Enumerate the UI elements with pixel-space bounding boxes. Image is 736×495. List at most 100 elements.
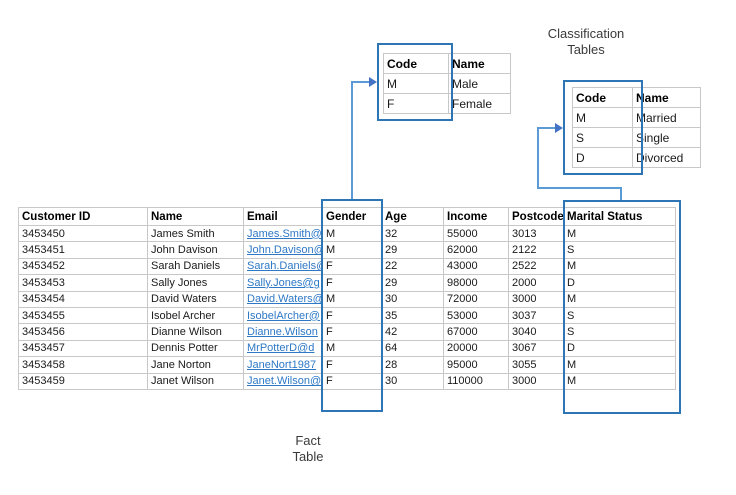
table-cell: Single xyxy=(632,127,701,148)
email-link[interactable]: IsobelArcher@ xyxy=(247,309,320,322)
gender-connector-horizontal-line xyxy=(352,81,370,83)
column-header: Income xyxy=(443,207,509,226)
table-cell: 35 xyxy=(381,306,444,325)
email-link[interactable]: MrPotterD@d xyxy=(247,342,315,355)
fact-table-label: Fact Table xyxy=(258,433,358,465)
email-link[interactable]: Janet.Wilson@ xyxy=(247,375,322,388)
table-cell: 3453458 xyxy=(18,356,148,374)
table-cell: D xyxy=(572,147,633,168)
table-cell: James Smith xyxy=(147,224,244,243)
table-cell: 43000 xyxy=(443,257,509,276)
email-link[interactable]: David.Waters@ xyxy=(247,293,323,306)
table-cell: 55000 xyxy=(443,224,509,243)
email-cell: David.Waters@ xyxy=(243,290,323,308)
table-cell: 3453450 xyxy=(18,224,148,243)
table-cell: 42 xyxy=(381,323,444,341)
gender-connector-vertical-line xyxy=(351,81,353,199)
table-cell: M xyxy=(383,73,449,94)
table-cell: 3453457 xyxy=(18,339,148,358)
table-cell: M xyxy=(322,339,382,358)
table-cell: 32 xyxy=(381,224,444,243)
classification-tables-label-line1: Classification xyxy=(547,26,625,41)
marital-connector-vertical-line-1 xyxy=(537,127,539,189)
table-cell: 62000 xyxy=(443,241,509,259)
table-cell: 29 xyxy=(381,274,444,292)
table-cell: D xyxy=(563,274,676,292)
table-cell: Divorced xyxy=(632,147,701,168)
table-cell: 2522 xyxy=(508,257,564,276)
table-cell: 64 xyxy=(381,339,444,358)
table-cell: Married xyxy=(632,107,701,128)
table-cell: Dianne Wilson xyxy=(147,323,244,341)
marital-arrowhead-icon xyxy=(555,123,563,133)
table-cell: 3037 xyxy=(508,306,564,325)
table-cell: M xyxy=(322,290,382,308)
email-cell: MrPotterD@d xyxy=(243,339,323,358)
table-cell: M xyxy=(563,356,676,374)
table-cell: Female xyxy=(448,93,511,114)
table-cell: 30 xyxy=(381,372,444,390)
column-header: Name xyxy=(632,87,701,108)
column-header: Postcode xyxy=(508,207,564,226)
table-cell: M xyxy=(563,224,676,243)
email-cell: JaneNort1987 xyxy=(243,356,323,374)
table-cell: Sarah Daniels xyxy=(147,257,244,276)
table-cell: 29 xyxy=(381,241,444,259)
email-link[interactable]: JaneNort1987 xyxy=(247,358,317,371)
table-cell: 3453451 xyxy=(18,241,148,259)
table-cell: S xyxy=(572,127,633,148)
table-cell: 20000 xyxy=(443,339,509,358)
table-cell: F xyxy=(322,323,382,341)
column-header: Name xyxy=(448,53,511,74)
table-cell: 3453452 xyxy=(18,257,148,276)
email-link[interactable]: Dianne.Wilson xyxy=(247,326,318,339)
table-cell: Janet Wilson xyxy=(147,372,244,390)
table-cell: 2000 xyxy=(508,274,564,292)
table-cell: 3453454 xyxy=(18,290,148,308)
table-cell: 3040 xyxy=(508,323,564,341)
table-cell: 2122 xyxy=(508,241,564,259)
table-cell: F xyxy=(322,372,382,390)
email-link[interactable]: James.Smith@ xyxy=(247,227,322,240)
table-cell: 28 xyxy=(381,356,444,374)
email-link[interactable]: John.Davison@ xyxy=(247,244,323,257)
classification-tables-label-line2: Tables xyxy=(567,41,605,57)
table-cell: 3055 xyxy=(508,356,564,374)
table-cell: S xyxy=(563,323,676,341)
table-cell: 30 xyxy=(381,290,444,308)
email-link[interactable]: Sarah.Daniels@ xyxy=(247,260,323,273)
table-cell: 3453459 xyxy=(18,372,148,390)
table-cell: M xyxy=(322,241,382,259)
table-cell: 3000 xyxy=(508,372,564,390)
table-cell: D xyxy=(563,339,676,358)
column-header: Gender xyxy=(322,207,382,226)
table-cell: 3453456 xyxy=(18,323,148,341)
table-cell: F xyxy=(383,93,449,114)
table-cell: F xyxy=(322,306,382,325)
email-cell: Sally.Jones@g xyxy=(243,274,323,292)
table-cell: F xyxy=(322,257,382,276)
column-header: Marital Status xyxy=(563,207,676,226)
table-cell: Isobel Archer xyxy=(147,306,244,325)
table-cell: 67000 xyxy=(443,323,509,341)
email-cell: Sarah.Daniels@ xyxy=(243,257,323,276)
column-header: Code xyxy=(572,87,633,108)
table-cell: 95000 xyxy=(443,356,509,374)
column-header: Customer ID xyxy=(18,207,148,226)
table-cell: M xyxy=(572,107,633,128)
email-link[interactable]: Sally.Jones@g xyxy=(247,276,320,289)
